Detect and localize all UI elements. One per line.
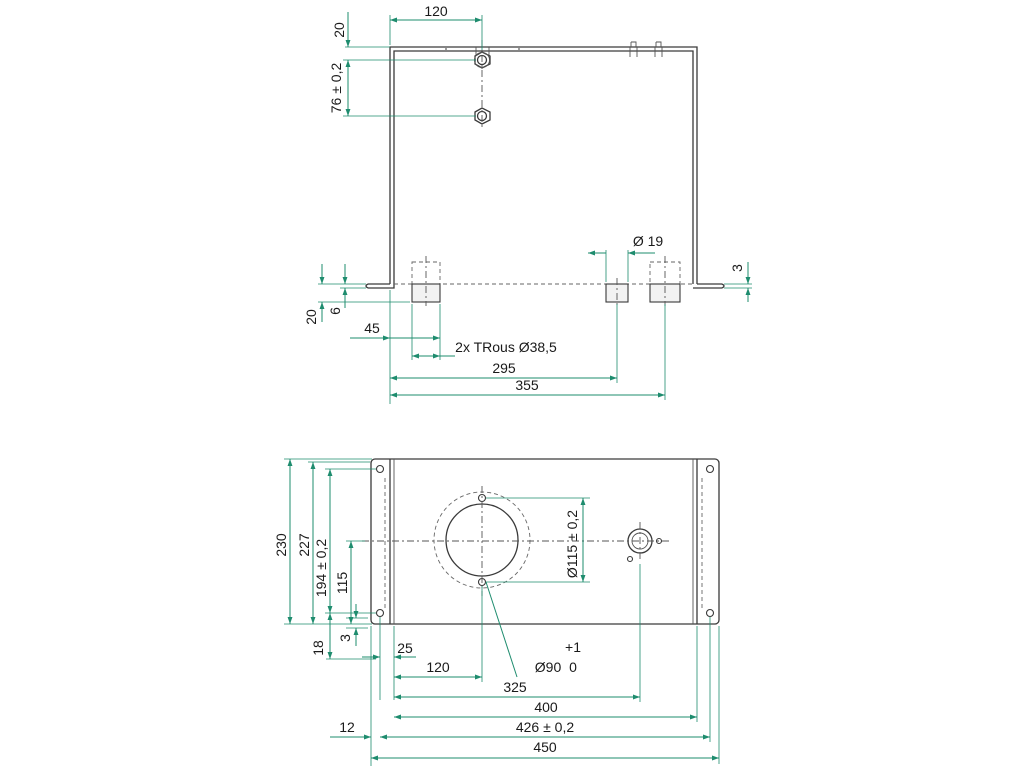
dim-295: 295 <box>390 304 618 383</box>
dim-227-label: 227 <box>296 533 312 557</box>
dim-19-label: Ø 19 <box>633 233 664 249</box>
dim-20-top-label: 20 <box>331 22 347 38</box>
sleeve-left <box>411 256 441 306</box>
connector <box>626 522 663 563</box>
dim-6-label: 6 <box>327 307 343 315</box>
plate-outline <box>370 458 720 625</box>
dim-355-label: 355 <box>515 377 539 393</box>
dim-227: 227 <box>296 461 370 624</box>
dim-115-dia: Ø115 ± 0,2 <box>486 497 590 583</box>
sleeve-right <box>649 256 681 306</box>
dim-76: 76 ± 0,2 <box>328 59 476 117</box>
dim-12: 12 <box>330 626 372 766</box>
dim-295-label: 295 <box>492 360 516 376</box>
dim-3-right: 3 <box>724 262 752 302</box>
dim-120-top: 120 <box>389 3 483 50</box>
holes-note: 2x TRous Ø38,5 <box>412 339 557 359</box>
dim-45-label: 45 <box>364 320 380 336</box>
dim-325: 325 <box>394 564 641 702</box>
dim-25-label: 25 <box>397 640 413 656</box>
dim-20-top: 20 <box>331 12 390 48</box>
dim-18: 18 <box>310 613 376 660</box>
bracket-outline <box>365 41 725 289</box>
dim-90-tol-lower: 0 <box>569 659 577 675</box>
dim-18-label: 18 <box>310 640 326 656</box>
dim-450: 450 <box>371 626 720 764</box>
middle-nut <box>474 107 491 125</box>
dim-115-label: 115 <box>334 572 350 595</box>
dim-45: 45 <box>350 290 441 404</box>
dim-120-top-label: 120 <box>424 3 448 19</box>
holes-note-label: 2x TRous Ø38,5 <box>455 339 557 355</box>
sleeve-middle <box>605 278 629 306</box>
dim-325-label: 325 <box>503 679 527 695</box>
dim-76-label: 76 ± 0,2 <box>328 63 344 114</box>
dim-90-tol-upper: +1 <box>565 639 581 655</box>
dim-12-label: 12 <box>339 719 355 735</box>
dim-426: 426 ± 0,2 <box>380 617 711 742</box>
dim-19: Ø 19 <box>588 233 663 282</box>
dim-194-label: 194 ± 0,2 <box>313 539 329 597</box>
dim-355: 355 <box>390 304 666 400</box>
dim-20-left: 20 <box>303 264 410 325</box>
dim-25: 25 <box>362 617 416 700</box>
dim-115-dia-label: Ø115 ± 0,2 <box>564 510 580 578</box>
dim-120-bottom: 120 <box>394 586 483 682</box>
dim-115: 115 <box>334 540 365 624</box>
dim-400-label: 400 <box>534 699 558 715</box>
large-hole <box>433 486 531 596</box>
dim-3-right-label: 3 <box>729 264 745 272</box>
dim-230-label: 230 <box>273 533 289 557</box>
dim-426-label: 426 ± 0,2 <box>516 719 574 735</box>
dim-400: 400 <box>394 626 698 722</box>
dim-90-label: Ø90 <box>535 659 562 675</box>
dim-194: 194 ± 0,2 <box>313 468 376 614</box>
dim-90-dia: +1 Ø90 0 <box>485 581 581 678</box>
dim-450-label: 450 <box>533 739 557 755</box>
dim-120-bottom-label: 120 <box>426 659 450 675</box>
bottom-view: 230 227 194 ± 0,2 115 18 <box>273 458 720 766</box>
dim-3-bottom-label: 3 <box>337 634 353 642</box>
top-view: 120 20 76 ± 0,2 Ø 19 3 <box>303 3 752 404</box>
dim-20-left-label: 20 <box>303 309 319 325</box>
dim-6: 6 <box>327 264 366 315</box>
dim-3-bottom: 3 <box>337 604 368 646</box>
